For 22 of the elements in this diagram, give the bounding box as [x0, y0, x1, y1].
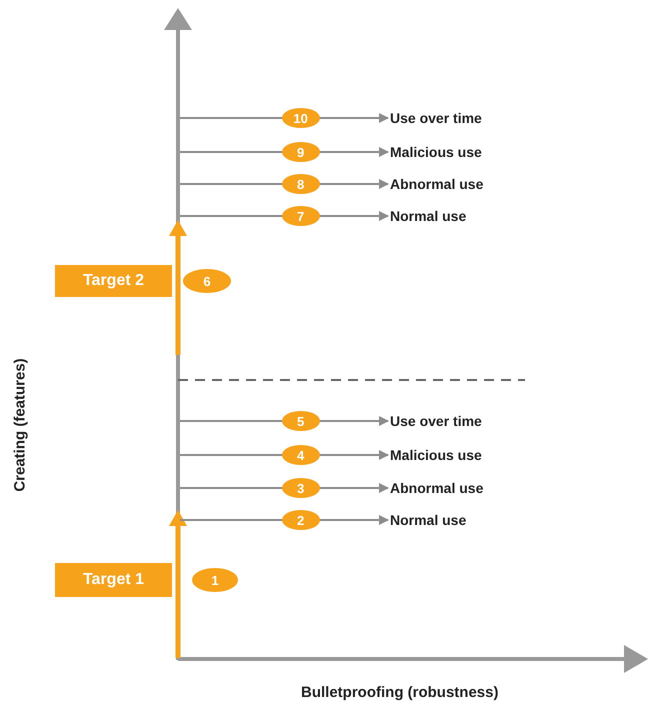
- step-number: 2: [282, 510, 320, 530]
- target-box: Target 2: [55, 265, 172, 297]
- use-case-label: Use over time: [390, 412, 482, 430]
- step-number: 9: [282, 142, 320, 162]
- step-number: 7: [282, 206, 320, 226]
- use-case-label: Normal use: [390, 207, 466, 225]
- use-case-label: Abnormal use: [390, 175, 484, 193]
- step-number: 6: [183, 269, 231, 293]
- use-case-label: Malicious use: [390, 143, 482, 161]
- step-number: 5: [282, 411, 320, 431]
- step-number: 10: [282, 108, 320, 128]
- use-case-label: Abnormal use: [390, 479, 484, 497]
- axis-title: Bulletproofing (robustness): [301, 684, 498, 702]
- step-number: 3: [282, 478, 320, 498]
- step-number: 1: [192, 568, 238, 592]
- use-case-label: Malicious use: [390, 446, 482, 464]
- step-number: 8: [282, 174, 320, 194]
- axis-title: Creating (features): [11, 358, 30, 492]
- step-number: 4: [282, 445, 320, 465]
- use-case-label: Normal use: [390, 511, 466, 529]
- use-case-label: Use over time: [390, 109, 482, 127]
- target-box: Target 1: [55, 563, 172, 597]
